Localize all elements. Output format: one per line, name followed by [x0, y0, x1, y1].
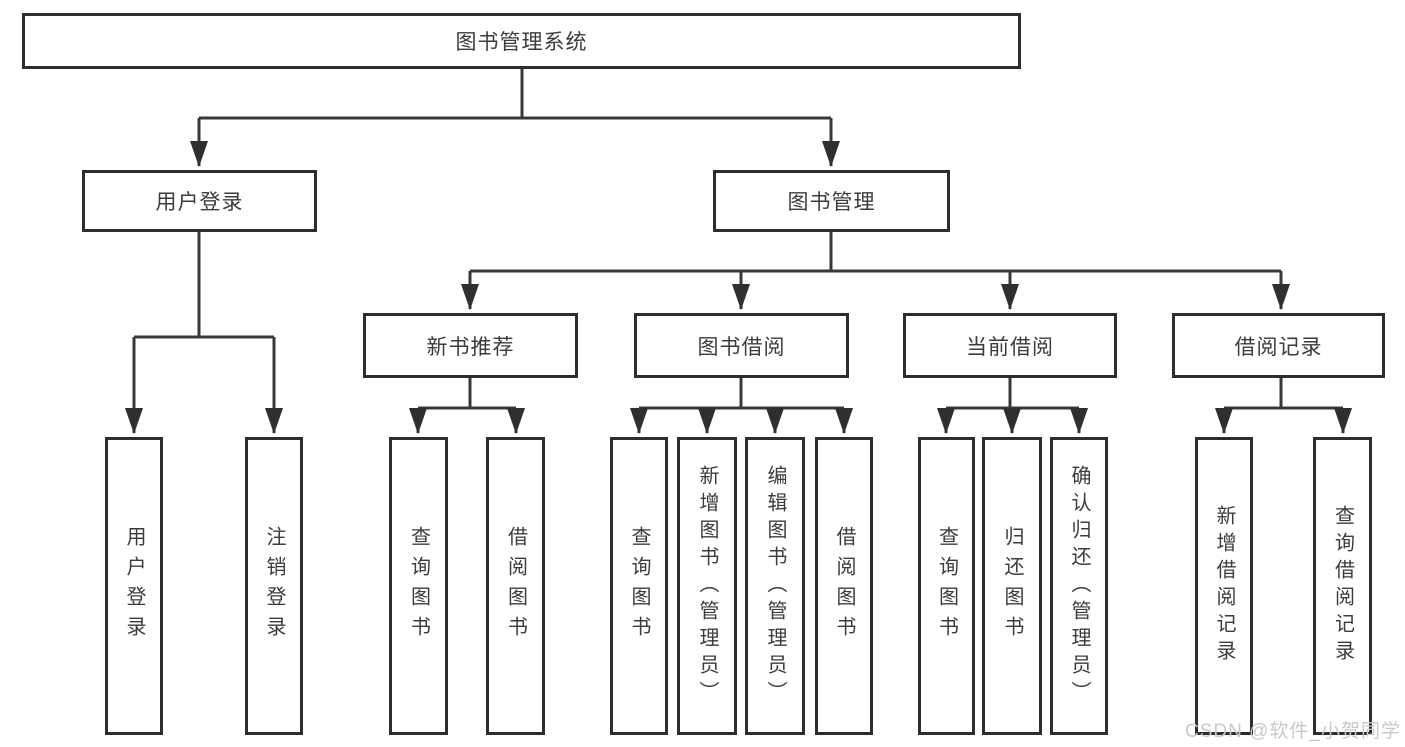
leaf-cb-confirm-return-admin-label: 确认归还（管理员）	[1068, 464, 1090, 708]
node-user-login-label: 用户登录	[155, 191, 244, 214]
leaf-nbr-query-books-label: 查询图书	[407, 526, 430, 646]
leaf-cb-query-books: 查询图书	[918, 437, 975, 735]
node-user-login: 用户登录	[82, 170, 317, 232]
leaf-br-add-record: 新增借阅记录	[1195, 437, 1253, 735]
leaf-nbr-borrow-books-label: 借阅图书	[504, 526, 527, 646]
node-current-borrowing: 当前借阅	[903, 313, 1117, 378]
leaf-br-query-record-label: 查询借阅记录	[1331, 505, 1354, 667]
leaf-bb-borrow-books-label: 借阅图书	[833, 526, 855, 646]
leaf-cb-query-books-label: 查询图书	[935, 526, 958, 646]
leaf-user-login: 用户登录	[105, 437, 163, 735]
leaf-nbr-borrow-books: 借阅图书	[486, 437, 545, 735]
node-borrowing-records: 借阅记录	[1172, 313, 1385, 378]
leaf-bb-borrow-books: 借阅图书	[815, 437, 873, 735]
node-current-borrowing-label: 当前借阅	[966, 335, 1054, 359]
leaf-logout: 注销登录	[245, 437, 303, 735]
leaf-bb-edit-books-admin: 编辑图书（管理员）	[745, 437, 805, 735]
node-borrowing-records-label: 借阅记录	[1234, 335, 1323, 359]
leaf-nbr-query-books: 查询图书	[389, 437, 448, 735]
node-new-book-recommend: 新书推荐	[363, 313, 578, 378]
leaf-bb-query-books: 查询图书	[610, 437, 668, 735]
leaf-bb-add-books-admin: 新增图书（管理员）	[677, 437, 737, 735]
leaf-bb-add-books-admin-label: 新增图书（管理员）	[696, 464, 718, 708]
node-library-system: 图书管理系统	[22, 13, 1021, 69]
leaf-cb-return-books-label: 归还图书	[1001, 526, 1023, 646]
node-library-system-label: 图书管理系统	[455, 31, 588, 54]
leaf-cb-return-books: 归还图书	[982, 437, 1042, 735]
node-book-management: 图书管理	[713, 170, 950, 232]
csdn-watermark: CSDN @软件_小贺同学	[1185, 721, 1401, 742]
node-new-book-recommend-label: 新书推荐	[426, 335, 515, 359]
leaf-bb-query-books-label: 查询图书	[628, 526, 650, 646]
leaf-br-query-record: 查询借阅记录	[1313, 437, 1372, 735]
node-book-borrowing: 图书借阅	[634, 313, 849, 378]
leaf-bb-edit-books-admin-label: 编辑图书（管理员）	[764, 464, 786, 708]
leaf-br-add-record-label: 新增借阅记录	[1213, 505, 1235, 667]
leaf-user-login-label: 用户登录	[123, 526, 145, 646]
leaf-cb-confirm-return-admin: 确认归还（管理员）	[1050, 437, 1108, 735]
node-book-borrowing-label: 图书借阅	[697, 335, 786, 359]
node-book-management-label: 图书管理	[787, 191, 876, 214]
leaf-logout-label: 注销登录	[263, 526, 285, 646]
